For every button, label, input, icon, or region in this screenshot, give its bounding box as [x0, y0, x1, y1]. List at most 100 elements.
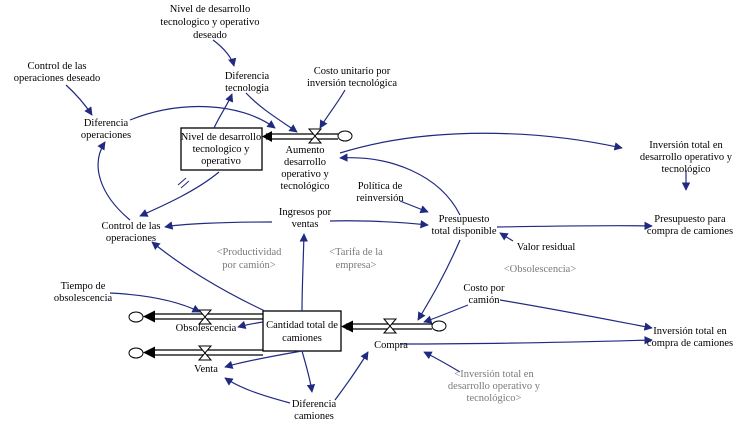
shadow-label: empresa>	[336, 260, 377, 271]
link	[301, 350, 316, 393]
stock-label: tecnologico y	[193, 144, 251, 155]
var-costo-camion[interactable]: Costo por camión	[463, 283, 505, 306]
shadow-inversion[interactable]: <Inversión total en desarrollo operativo…	[448, 369, 541, 404]
var-nivel-deseado[interactable]: Nivel de desarrollo tecnologico y operat…	[160, 4, 259, 41]
var-label: Inversión total en	[653, 326, 727, 337]
var-label: Valor residual	[517, 242, 576, 253]
var-label: operaciones	[81, 130, 131, 141]
var-label: inversión tecnológica	[307, 78, 397, 89]
link	[164, 221, 273, 230]
link	[329, 220, 429, 229]
var-label: Diferencia	[292, 399, 337, 410]
link	[109, 292, 201, 313]
cloud-icon	[337, 130, 353, 142]
link	[213, 93, 234, 129]
link	[496, 221, 653, 231]
var-label: tecnológico	[662, 164, 711, 175]
link	[499, 299, 653, 331]
var-label: compra de camiones	[647, 226, 733, 237]
stock-label: camiones	[282, 333, 322, 344]
stock-nivel-desarrollo[interactable]: Nivel de desarrollo tecnologico y operat…	[180, 127, 263, 171]
link	[334, 351, 369, 401]
var-label: ventas	[292, 219, 319, 230]
var-ingresos-ventas[interactable]: Ingresos por ventas	[279, 207, 332, 230]
shadow-label: por camión>	[222, 260, 276, 271]
valve-icon	[307, 128, 323, 144]
var-label: Ingresos por	[279, 207, 332, 218]
var-label: Control de las	[102, 221, 161, 232]
shadow-label: <Inversión total en	[454, 369, 534, 380]
flow-obsolescencia-label[interactable]: Obsolescencia	[176, 323, 237, 334]
shadow-label: <Obsolescencia>	[504, 264, 577, 275]
var-label: tecnologia	[225, 83, 269, 94]
flow-aumento-label[interactable]: Aumento desarrollo operativo y tecnológi…	[281, 145, 330, 192]
flow-compra-label[interactable]: Compra	[374, 340, 408, 351]
var-costo-unitario[interactable]: Costo unitario por inversión tecnológica	[307, 66, 397, 89]
link	[129, 105, 276, 129]
link	[245, 92, 298, 133]
link	[224, 350, 303, 369]
stock-label: Cantidad total de	[266, 320, 338, 331]
link	[151, 241, 266, 312]
flow-label: desarrollo	[284, 157, 326, 168]
stock-cantidad-camiones[interactable]: Cantidad total de camiones	[262, 310, 342, 352]
var-label: compra de camiones	[647, 338, 733, 349]
var-label: Nivel de desarrollo	[170, 4, 250, 15]
valve-icon	[382, 318, 398, 334]
var-label: obsolescencia	[54, 293, 113, 304]
flow-label: tecnológico	[281, 181, 330, 192]
valve-icon	[197, 345, 213, 361]
shadow-label: <Productividad	[217, 247, 283, 258]
shadow-label: tecnológico>	[467, 393, 522, 404]
shadow-tarifa[interactable]: <Tarifa de la empresa>	[329, 247, 383, 271]
var-label: Costo por	[463, 283, 505, 294]
flow-label: operativo y	[281, 169, 329, 180]
link	[417, 239, 461, 321]
var-label: Política de	[358, 181, 403, 192]
cloud-icon	[128, 347, 144, 359]
var-presupuesto-total[interactable]: Presupuesto total disponible	[431, 214, 496, 237]
var-label: Control de las	[28, 61, 87, 72]
shadow-label: <Tarifa de la	[329, 247, 383, 258]
var-label: Diferencia	[225, 71, 270, 82]
cloud-icon	[431, 320, 447, 332]
valve-icon	[197, 309, 213, 325]
link	[299, 233, 308, 312]
shadow-obsolescencia[interactable]: <Obsolescencia>	[504, 264, 577, 275]
link	[339, 132, 623, 154]
var-label: Costo unitario por	[314, 66, 391, 77]
var-valor-residual[interactable]: Valor residual	[517, 242, 576, 253]
link	[139, 171, 220, 217]
stock-label: operativo	[201, 156, 241, 167]
var-control-deseado[interactable]: Control de las operaciones deseado	[14, 61, 101, 84]
var-label: reinversión	[356, 193, 404, 204]
var-inversion-compra[interactable]: Inversión total en compra de camiones	[647, 326, 733, 349]
aumento-flow-pipe	[262, 131, 338, 142]
var-label: camiones	[294, 411, 334, 422]
var-control-operaciones[interactable]: Control de las operaciones	[102, 221, 161, 244]
link	[339, 153, 461, 216]
var-label: deseado	[193, 30, 227, 41]
flow-venta-label[interactable]: Venta	[194, 364, 218, 375]
link	[423, 351, 461, 373]
var-tiempo-obsolescencia[interactable]: Tiempo de obsolescencia	[54, 281, 113, 304]
shadow-productividad[interactable]: <Productividad por camión>	[217, 247, 283, 271]
link	[224, 377, 291, 404]
var-diferencia-operaciones[interactable]: Diferencia operaciones	[81, 118, 131, 141]
delay-mark	[177, 177, 187, 186]
var-label: Diferencia	[84, 118, 129, 129]
var-label: Presupuesto	[439, 214, 490, 225]
var-inversion-desarrollo[interactable]: Inversión total en desarrollo operativo …	[640, 140, 733, 175]
var-diferencia-tecnologia[interactable]: Diferencia tecnologia	[225, 71, 270, 94]
var-diferencia-camiones[interactable]: Diferencia camiones	[292, 399, 337, 422]
var-politica-reinversion[interactable]: Política de reinversión	[356, 181, 404, 204]
var-label: Inversión total en	[649, 140, 723, 151]
link	[399, 200, 429, 214]
var-label: total disponible	[431, 226, 496, 237]
stock-label: Nivel de desarrollo	[181, 132, 261, 143]
var-label: tecnologico y operativo	[160, 17, 259, 28]
cloud-icon	[128, 311, 144, 323]
var-label: Tiempo de	[61, 281, 106, 292]
var-presupuesto-compra[interactable]: Presupuesto para compra de camiones	[647, 214, 733, 237]
